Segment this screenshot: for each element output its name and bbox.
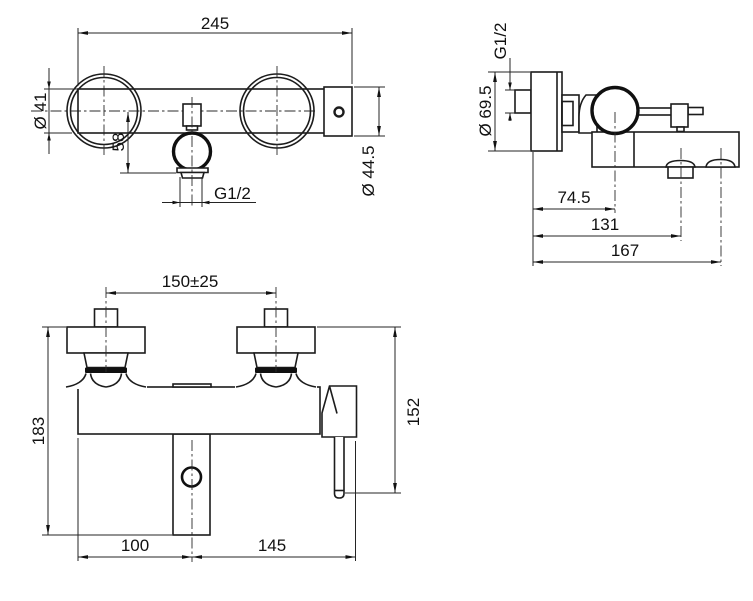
extension-lines-152 xyxy=(317,326,401,494)
extension-lines-245 xyxy=(77,28,353,86)
grip-tab xyxy=(676,126,685,133)
dim-wall-to-cartridge: 74.5 xyxy=(557,188,590,207)
body-top-tab xyxy=(172,383,212,388)
lever-arm xyxy=(635,107,673,116)
inlet-stub xyxy=(514,89,532,114)
dim-outlet-thread: G1/2 xyxy=(214,184,251,203)
dim-overall-height: 183 xyxy=(29,417,48,445)
dim-wall-to-outlet: 131 xyxy=(591,215,619,234)
extension-lines-183 xyxy=(42,326,172,536)
dim-inlet-centers: 150±25 xyxy=(162,272,219,291)
handshower-outlet-nut xyxy=(667,166,694,179)
dim-spout-to-lever: 145 xyxy=(258,536,286,555)
arrow xyxy=(47,133,51,141)
outlet-connector xyxy=(179,171,206,179)
lever-grip-block xyxy=(670,103,689,128)
extension-lines-d445 xyxy=(354,86,385,137)
lever-base-edge xyxy=(328,385,338,414)
connection-nut xyxy=(561,94,580,133)
dim-body-diameter: Ø 41 xyxy=(31,93,50,130)
left-union-bell xyxy=(65,373,147,388)
front-view: 150±25 183 152 100 145 xyxy=(29,272,423,562)
arrow xyxy=(172,200,180,205)
lever-rod xyxy=(333,437,345,499)
end-block xyxy=(323,86,353,137)
side-view: Ø 69.5 G1/2 74.5 131 167 xyxy=(476,23,740,266)
arrow xyxy=(508,82,512,90)
extension-lines-bottom xyxy=(77,438,356,561)
end-block-hole xyxy=(333,106,345,118)
arrow xyxy=(202,200,210,205)
dim-lever-height: 152 xyxy=(404,398,423,426)
arrow xyxy=(508,113,512,121)
right-bell-mask xyxy=(235,386,317,389)
dim-rosette-diameter: Ø 69.5 xyxy=(476,85,495,136)
dim-wall-to-front: 167 xyxy=(611,241,639,260)
connection-nut-inner xyxy=(561,100,574,127)
diverter-knob xyxy=(180,466,203,488)
outlet-flange xyxy=(176,167,209,174)
dim-overall-width: 245 xyxy=(201,14,229,33)
front-outlet-dome xyxy=(705,158,736,168)
dim-outlet-offset: 58 xyxy=(109,133,128,152)
top-view: 245 Ø 41 58 Ø 44.5 G1/2 xyxy=(31,14,385,207)
dim-end-diameter: Ø 44.5 xyxy=(359,145,378,196)
left-bell-mask xyxy=(65,386,147,389)
lever-end-stub xyxy=(687,106,704,116)
handshower-outlet-dome xyxy=(665,159,696,168)
extension-lines-g12-side xyxy=(505,89,517,114)
right-union-bell xyxy=(235,373,317,388)
dim-edge-to-spout: 100 xyxy=(121,536,149,555)
lever-base xyxy=(321,385,358,438)
arrow xyxy=(47,81,51,89)
mixer-body-front xyxy=(77,386,321,435)
dim-inlet-thread: G1/2 xyxy=(491,23,510,60)
